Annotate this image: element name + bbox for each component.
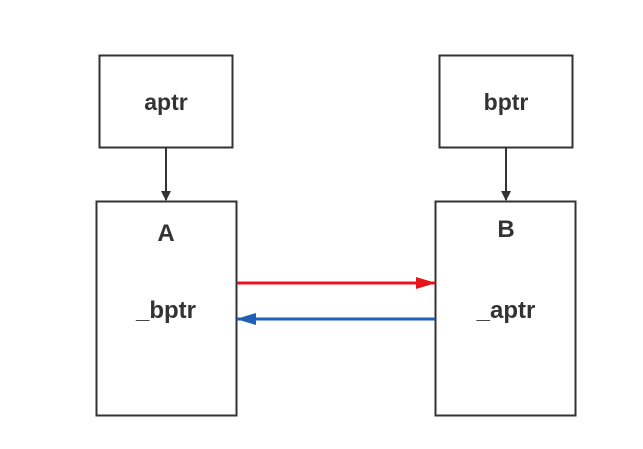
object-b-node: B _aptr [434,200,577,417]
aptr-node: aptr [98,54,234,149]
object-a-node: A _bptr [95,200,238,417]
object-a-box [95,200,238,417]
aptr-box [98,54,234,149]
bptr-node: bptr [438,54,574,149]
aptr-label: aptr [144,89,188,115]
object-b-title: B [497,216,514,243]
object-a-member: _bptr [135,297,196,324]
object-b-box [434,200,577,417]
object-a-title: A [157,220,174,247]
object-b-member: _aptr [476,297,536,324]
bptr-box [438,54,574,149]
bptr-label: bptr [484,89,529,115]
